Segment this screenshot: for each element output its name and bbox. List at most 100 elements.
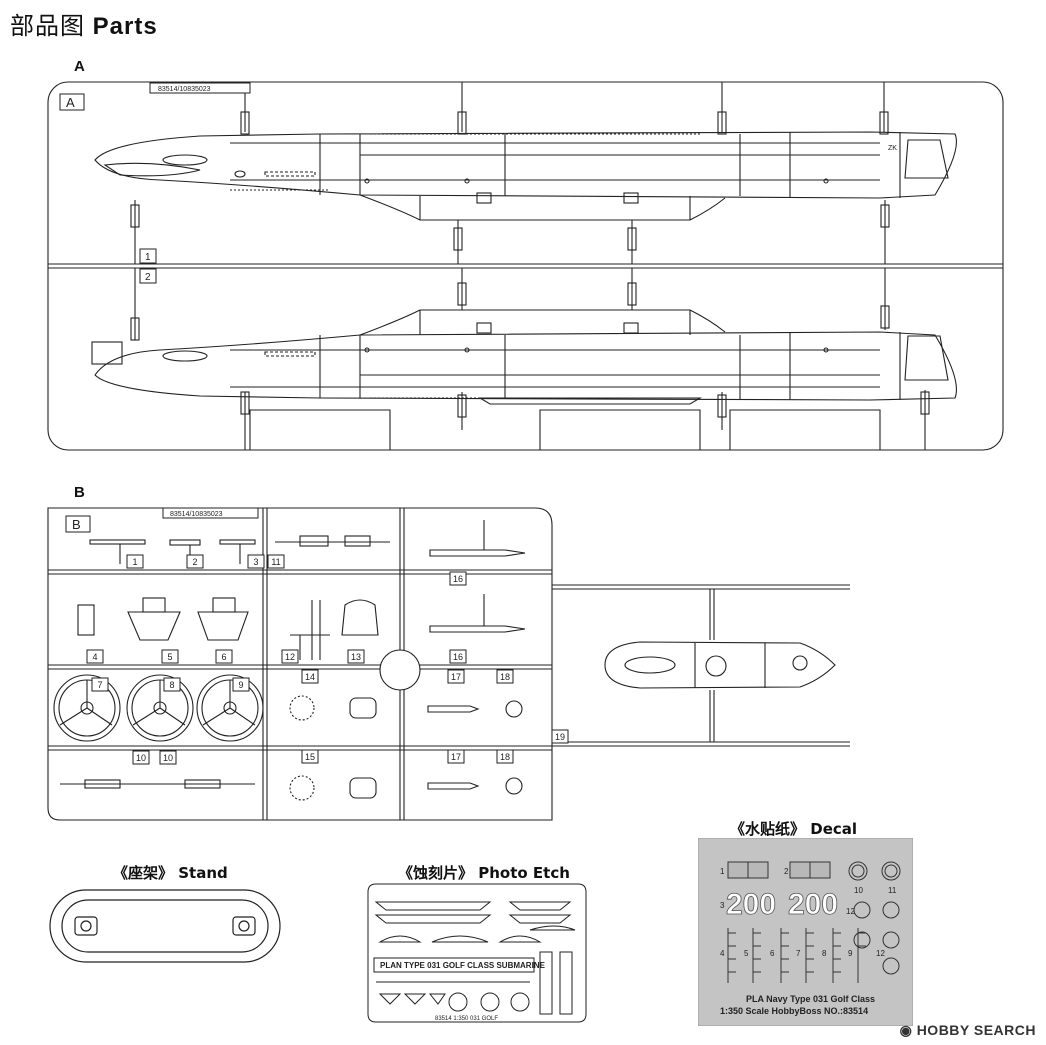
part-number-box bbox=[215, 649, 233, 664]
photo-etch-caption: 《蚀刻片》 Photo Etch bbox=[398, 862, 570, 883]
part-4 bbox=[77, 604, 95, 636]
decal-hull-number-2: 200 bbox=[788, 888, 838, 921]
part-number-box bbox=[132, 750, 150, 765]
part-number-b: 10 bbox=[136, 753, 146, 763]
part-6 bbox=[197, 611, 249, 641]
decal-number: 9 bbox=[848, 949, 853, 958]
part-number-b: 18 bbox=[500, 752, 510, 762]
sprue-a-label: A bbox=[74, 58, 85, 75]
part-number-box bbox=[163, 677, 181, 692]
part-number-box bbox=[496, 749, 514, 764]
stand-caption: 《座架》 Stand bbox=[113, 862, 228, 883]
watermark-text: HOBBY SEARCH bbox=[916, 1022, 1036, 1038]
part-number-b: 3 bbox=[253, 557, 258, 567]
photo-etch-caption-zh: 《蚀刻片》 bbox=[398, 864, 474, 882]
part-number-b: 10 bbox=[163, 753, 173, 763]
sprue-a-frame-tag: A bbox=[66, 95, 75, 110]
propeller-part-9 bbox=[196, 674, 264, 742]
part-number-a-2: 2 bbox=[145, 272, 151, 283]
photo-etch-caption-en: Photo Etch bbox=[478, 864, 570, 882]
decal-hull-number-1: 200 bbox=[726, 888, 776, 921]
part-number-b: 17 bbox=[451, 752, 461, 762]
part-number-box bbox=[126, 554, 144, 569]
part-number-b: 2 bbox=[192, 557, 197, 567]
page-title-zh: 部品图 bbox=[10, 12, 85, 40]
photo-etch-diagram: PLAN TYPE 031 GOLF CLASS SUBMARINE 83514… bbox=[367, 883, 587, 1023]
watermark: ◉ HOBBY SEARCH bbox=[900, 1022, 1036, 1039]
stand-caption-zh: 《座架》 bbox=[113, 864, 174, 882]
part-number-box bbox=[301, 669, 319, 684]
part-number-b: 13 bbox=[351, 652, 361, 662]
runner-hub bbox=[379, 649, 421, 691]
page-title: 部品图 Parts bbox=[10, 6, 158, 41]
hull-half-part-1: ZK bbox=[94, 131, 957, 221]
stand-inner bbox=[61, 899, 269, 953]
decal-number: 12 bbox=[846, 907, 855, 916]
part-number-b: 7 bbox=[97, 680, 102, 690]
part-number-b: 15 bbox=[305, 752, 315, 762]
part-13 bbox=[341, 599, 379, 636]
decal-number: 10 bbox=[854, 886, 863, 895]
stand-caption-en: Stand bbox=[178, 864, 228, 882]
part-12 bbox=[290, 600, 330, 660]
decal-number: 5 bbox=[744, 949, 749, 958]
sprue-a-code: 83514/10835023 bbox=[158, 86, 211, 93]
part-number-b: 14 bbox=[305, 672, 315, 682]
part-number-b: 8 bbox=[169, 680, 174, 690]
sprue-a-gates bbox=[130, 82, 930, 450]
part-number-box bbox=[159, 750, 177, 765]
decal-sheet: 200 200 PLA Navy Type 031 Golf Class 1:3… bbox=[698, 838, 913, 1026]
decal-number: 8 bbox=[822, 949, 827, 958]
part-number-b: 12 bbox=[285, 652, 295, 662]
part-number-box bbox=[161, 649, 179, 664]
deck-part-19 bbox=[604, 641, 836, 689]
part-number-box bbox=[86, 649, 104, 664]
decal-caption: 《水贴纸》 Decal bbox=[730, 818, 857, 839]
stand-diagram bbox=[49, 889, 281, 963]
part-number-b: 9 bbox=[238, 680, 243, 690]
sprue-a-frame bbox=[47, 81, 1004, 451]
decal-draft-marks bbox=[727, 928, 866, 983]
part-number-box bbox=[281, 649, 299, 664]
decal-number: 4 bbox=[720, 949, 725, 958]
sprue-b-frame-tag: B bbox=[72, 517, 81, 532]
part-number-box bbox=[449, 649, 467, 664]
decal-line-2: 1:350 Scale HobbyBoss NO.:83514 bbox=[720, 1006, 868, 1016]
part-number-box bbox=[447, 669, 465, 684]
page-title-en: Parts bbox=[92, 13, 158, 40]
propeller-part-8 bbox=[126, 674, 194, 742]
part-number-a-1: 1 bbox=[145, 252, 151, 263]
part-number-b: 5 bbox=[167, 652, 172, 662]
part-number-box bbox=[91, 677, 109, 692]
part-number-b: 6 bbox=[221, 652, 226, 662]
part-number-b: 18 bbox=[500, 672, 510, 682]
part-number-box bbox=[301, 749, 319, 764]
part-number-box bbox=[232, 677, 250, 692]
photo-etch-fret bbox=[367, 883, 587, 1023]
decal-number: 2 bbox=[784, 867, 789, 876]
watermark-logo-icon: ◉ bbox=[899, 1022, 913, 1038]
propeller-part-7 bbox=[53, 674, 121, 742]
sprue-b-code: 83514/10835023 bbox=[170, 511, 223, 518]
part-number-b: 17 bbox=[451, 672, 461, 682]
svg-text:ZK: ZK bbox=[888, 145, 897, 152]
stand-outer bbox=[49, 889, 281, 963]
part-number-b: 11 bbox=[271, 557, 280, 567]
hull-half-part-2 bbox=[91, 309, 957, 405]
photo-etch-plate-text: PLAN TYPE 031 GOLF CLASS SUBMARINE bbox=[380, 961, 546, 970]
part-number-box bbox=[247, 554, 265, 569]
photo-etch-footer: 83514 1:350 031 GOLF bbox=[435, 1016, 498, 1022]
decal-line-1: PLA Navy Type 031 Golf Class bbox=[746, 994, 875, 1004]
sprue-a-diagram: ZK bbox=[47, 81, 1004, 451]
part-number-b: 19 bbox=[555, 732, 565, 742]
part-number-box bbox=[551, 729, 569, 744]
part-number-b: 16 bbox=[453, 652, 463, 662]
decal-number: 3 bbox=[720, 901, 725, 910]
part-number-box bbox=[186, 554, 204, 569]
decal-number: 7 bbox=[796, 949, 801, 958]
decal-number: 1 bbox=[720, 867, 725, 876]
decal-number: 6 bbox=[770, 949, 775, 958]
